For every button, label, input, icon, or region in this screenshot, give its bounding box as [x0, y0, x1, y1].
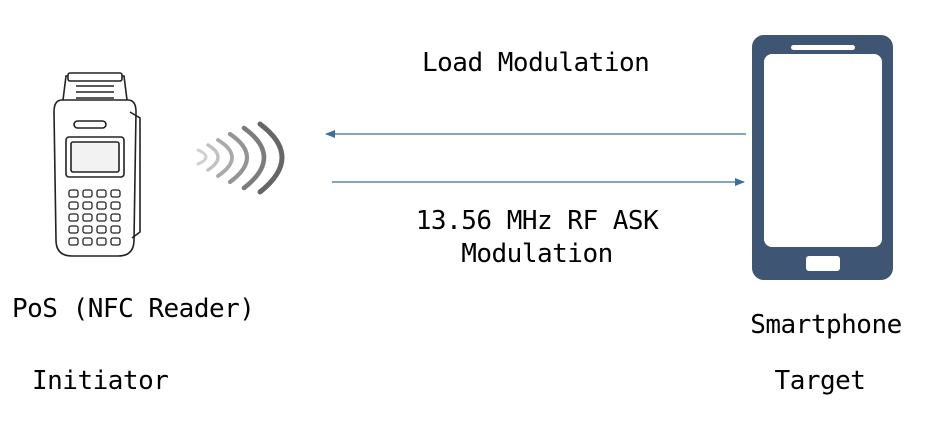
phone-role-label: Target: [774, 366, 866, 396]
reader-name-label: PoS (NFC Reader): [12, 294, 255, 324]
load-modulation-label: Load Modulation: [422, 48, 650, 78]
rf-waves-icon: [196, 121, 285, 195]
phone-name-label: Smartphone: [750, 310, 902, 340]
rf-ask-label-line1: 13.56 MHz RF ASK: [415, 206, 659, 236]
pos-terminal-icon: [53, 72, 141, 257]
rf-ask-label-line2: Modulation: [461, 239, 613, 269]
reader-role-label: Initiator: [32, 366, 169, 396]
smartphone-icon: [752, 35, 893, 280]
